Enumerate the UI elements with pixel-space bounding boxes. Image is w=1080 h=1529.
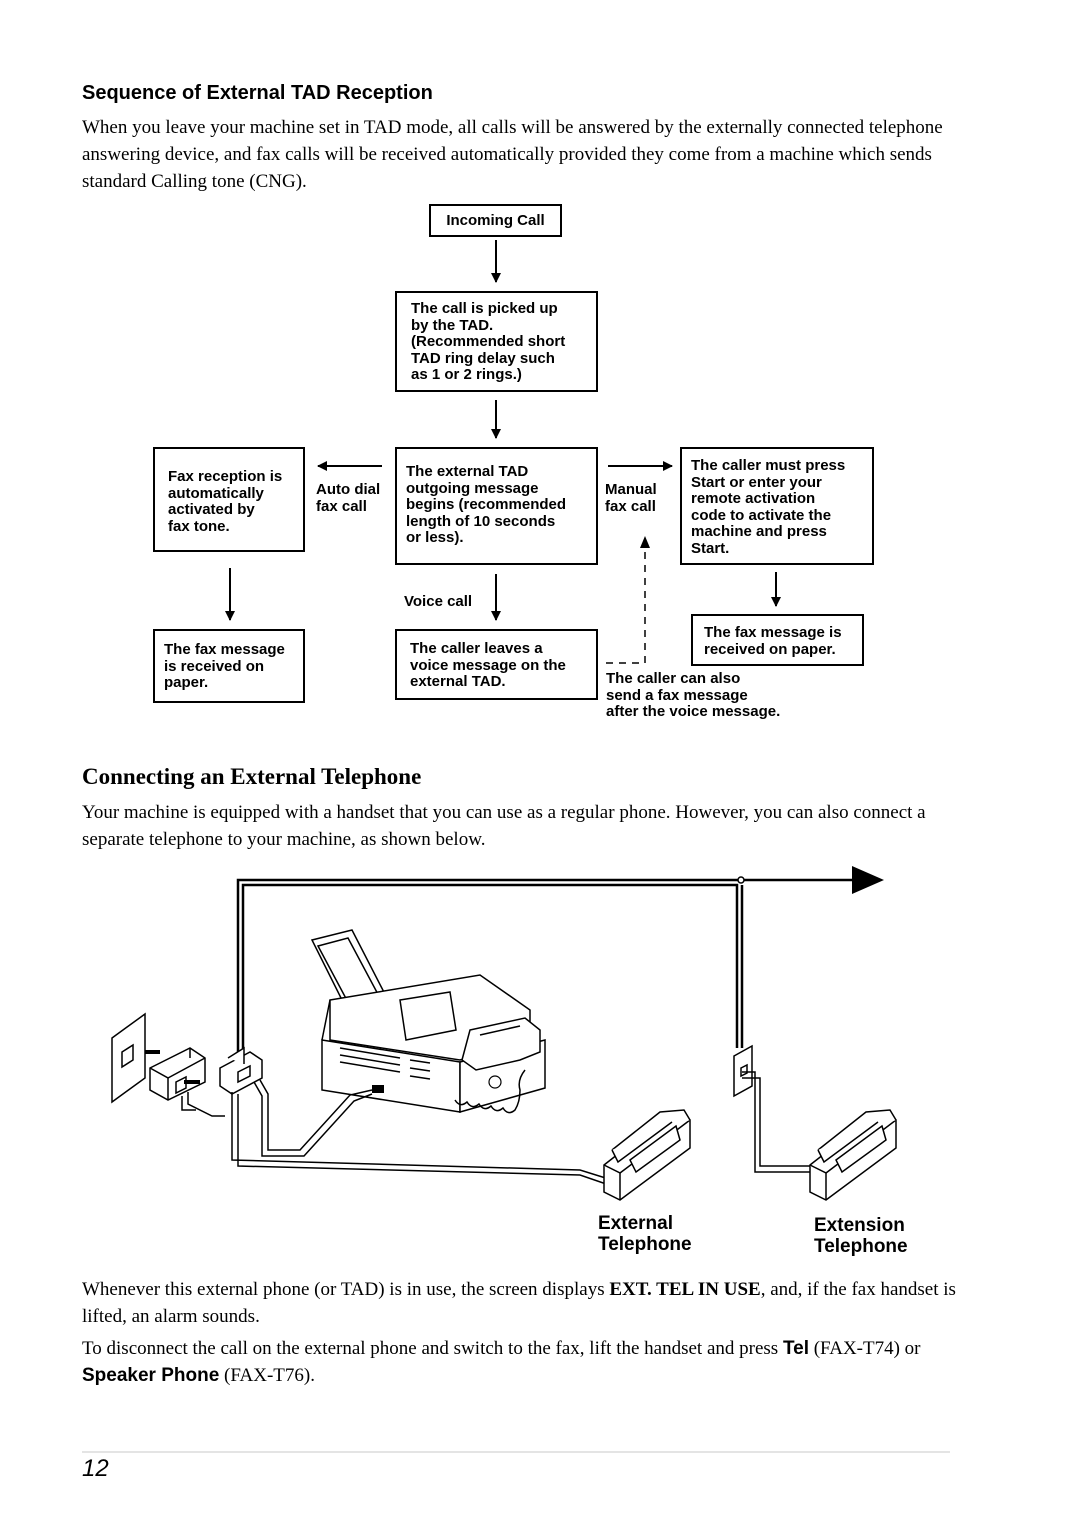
label-caller-can-also: The caller can also send a fax message a… xyxy=(606,670,781,720)
box-fax-received-right: The fax message is received on paper. xyxy=(691,614,864,666)
extension-telephone-drawing xyxy=(809,1109,897,1201)
section-intro-tad: When you leave your machine set in TAD m… xyxy=(82,117,943,192)
key-speaker-phone: Speaker Phone xyxy=(82,1365,220,1386)
dashed-path-manual xyxy=(606,548,646,664)
line-direction-arrow xyxy=(852,866,884,894)
label-extension-telephone: Extension Telephone xyxy=(814,1215,908,1257)
ext-tel-in-use-text: EXT. TEL IN USE xyxy=(609,1279,761,1300)
box-fax-reception: Fax reception is automatically activated… xyxy=(153,447,305,552)
box-caller-must-press: The caller must press Start or enter you… xyxy=(680,447,874,565)
label-manual-fax: Manual fax call xyxy=(605,481,657,515)
key-tel: Tel xyxy=(782,1338,809,1359)
box-incoming-call: Incoming Call xyxy=(429,204,562,237)
dashed-arrow-head xyxy=(640,536,650,548)
box-fax-received-left: The fax message is received on paper. xyxy=(153,629,305,703)
flowchart-arrows xyxy=(225,240,781,664)
label-auto-dial: Auto dial fax call xyxy=(316,481,381,515)
box-caller-leaves: The caller leaves a voice message on the… xyxy=(395,629,598,700)
section-intro-external-telephone: Your machine is equipped with a handset … xyxy=(82,802,926,850)
double-adaptor xyxy=(149,1047,206,1101)
external-telephone-drawing xyxy=(603,1109,691,1201)
note-ext-tel-in-use: Whenever this external phone (or TAD) is… xyxy=(82,1279,956,1327)
wall-jack-left xyxy=(111,1012,146,1104)
note-disconnect: To disconnect the call on the external p… xyxy=(82,1338,921,1386)
fax-machine-drawing xyxy=(310,929,546,1113)
box-external-tad: The external TAD outgoing message begins… xyxy=(395,447,598,565)
wall-jack-right xyxy=(733,1044,753,1098)
page-number: 12 xyxy=(82,1455,109,1482)
box-call-picked-up: The call is picked up by the TAD. (Recom… xyxy=(395,291,598,392)
section-heading-external-telephone: Connecting an External Telephone xyxy=(82,764,422,789)
section-heading-tad-reception: Sequence of External TAD Reception xyxy=(82,82,433,104)
label-external-telephone: External Telephone xyxy=(598,1213,692,1255)
line-plug xyxy=(219,1046,263,1095)
label-voice-call: Voice call xyxy=(404,593,473,610)
